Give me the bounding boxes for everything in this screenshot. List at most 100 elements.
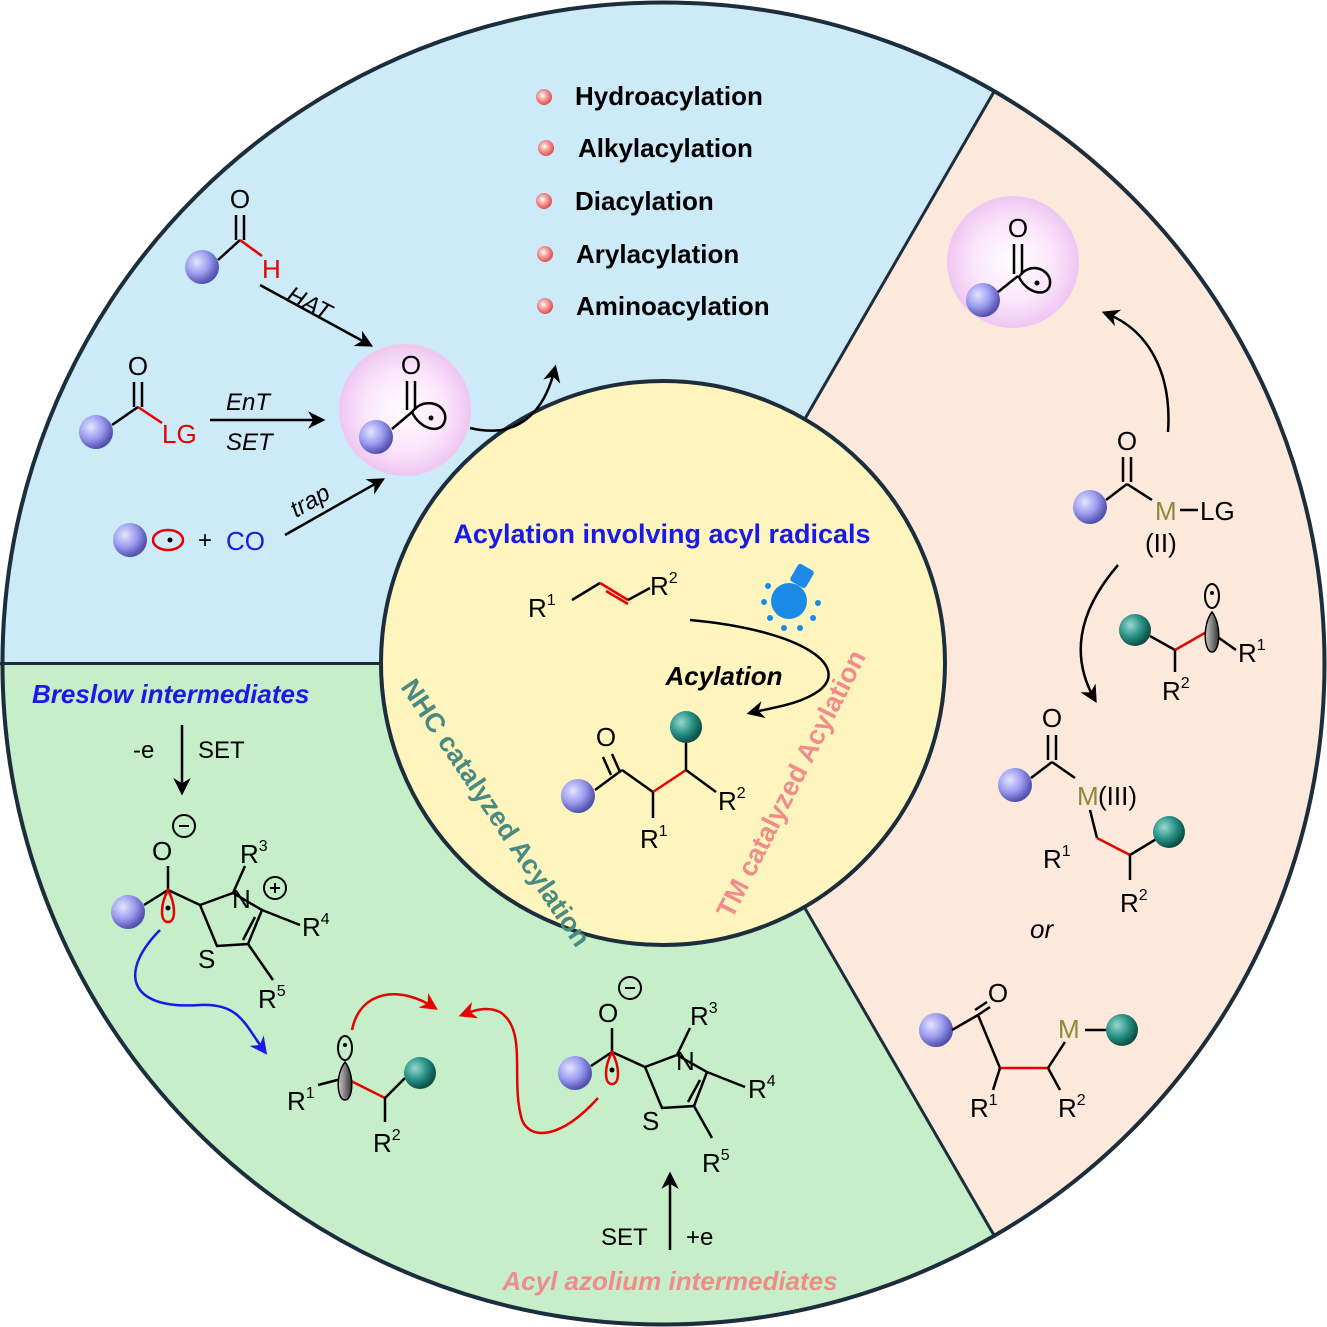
anion-icon [618, 976, 642, 1000]
bottom-alkyl-radical: R1 R2 [287, 1035, 436, 1158]
product-r2: R2 [718, 785, 746, 816]
plus-e-label: +e [686, 1224, 713, 1251]
red-curved-arrow-2 [458, 1001, 599, 1135]
teal-ball [404, 1057, 436, 1089]
rad-r2: R2 [373, 1127, 401, 1158]
p-orbital-top [1204, 583, 1220, 609]
substituent-ball [1073, 490, 1107, 524]
p-orbital-bottom [1204, 610, 1220, 653]
azolium-r3: R3 [690, 1000, 718, 1031]
anion-icon [172, 814, 196, 838]
nhc-catalysis: Breslow intermediates -e SET O N S [32, 679, 838, 1296]
bullet-icon [537, 246, 553, 262]
ketone-oxygen: O [596, 722, 616, 752]
or-label: or [1030, 914, 1054, 944]
cation-icon [263, 876, 287, 900]
breslow-s: S [198, 944, 215, 974]
acylation-arrow [689, 618, 830, 719]
breslow-oxygen: O [152, 836, 172, 866]
teal-ball [1106, 1014, 1138, 1046]
substituent-ball [998, 768, 1032, 802]
alkene-r2: R2 [650, 570, 678, 601]
set-label: SET [226, 429, 275, 456]
red-orbital-icon [604, 1049, 620, 1086]
acyl-metal-lg: O M LG (II) [1073, 426, 1235, 558]
azolium-s: S [642, 1106, 659, 1136]
red-orbital-icon [160, 887, 176, 924]
bullet-icon [536, 89, 552, 105]
alkyl-r1: R1 [1238, 637, 1266, 668]
breslow-structure: O N S R3 R4 R5 [111, 814, 330, 1014]
trap-arrow [284, 478, 386, 537]
radical-orbital-icon [1017, 266, 1052, 294]
hat-arrow [259, 283, 374, 347]
substituent-ball [113, 523, 147, 557]
alkene-r1: R1 [528, 592, 556, 623]
acyl-lg-oxygen: O [128, 351, 148, 381]
p-orbital-top [337, 1035, 353, 1061]
set-label-2: SET [601, 1224, 648, 1251]
radical-orbital-icon [151, 528, 185, 552]
last-metal: M [1058, 1014, 1080, 1044]
azolium-r5: R5 [702, 1147, 730, 1178]
breslow-r3: R3 [240, 838, 268, 869]
product-r1: R1 [640, 823, 668, 854]
substituent-ball [558, 1056, 592, 1090]
acyl-radical: O [339, 344, 471, 476]
teal-ball [1119, 614, 1151, 646]
tm-radical-oxygen: O [1008, 213, 1028, 243]
alkyl-radical: R1 R2 [1119, 583, 1266, 706]
co-label: CO [226, 526, 265, 556]
light-bulb-icon [761, 563, 821, 631]
red-curved-arrow-1 [350, 993, 438, 1031]
last-r2: R2 [1058, 1092, 1086, 1123]
lg-label: LG [162, 419, 197, 449]
acyl-lg-structure: O LG [79, 351, 197, 449]
tm-acyl-radical: O [947, 196, 1079, 328]
radical-oxygen: O [401, 350, 421, 380]
m3-r2: R2 [1120, 887, 1148, 918]
azolium-r4: R4 [748, 1073, 776, 1104]
acyl-metal-to-radical-arrow [1101, 309, 1170, 433]
substituent-ball [966, 283, 1000, 317]
last-r1: R1 [970, 1092, 998, 1123]
metal-symbol: M [1155, 496, 1177, 526]
substituent-ball [359, 420, 393, 454]
substituent-ball [919, 1013, 953, 1047]
reaction-item: Alkylacylation [578, 133, 753, 163]
acylation-label: Acylation [664, 661, 782, 691]
m3-oxidation-state: (III) [1098, 781, 1137, 811]
m3-metal: M [1077, 781, 1099, 811]
azolium-oxygen: O [598, 998, 618, 1028]
breslow-r5: R5 [258, 983, 286, 1014]
reaction-item: Arylacylation [576, 239, 739, 269]
center-panel: Acylation involving acyl radicals R1 R2 … [379, 379, 947, 952]
aldehyde-h: H [262, 254, 281, 284]
reaction-list: Hydroacylation Alkylacylation Diacylatio… [536, 81, 770, 321]
acyl-metal-oxygen: O [1117, 426, 1137, 456]
azolium-n: N [676, 1046, 695, 1076]
teal-ball [1153, 816, 1185, 848]
metal-iii-intermediate: O M (III) R1 R2 [998, 703, 1185, 918]
leaving-group: LG [1200, 496, 1235, 526]
aldehyde-oxygen: O [230, 184, 250, 214]
acyl-substituent-ball [561, 779, 595, 813]
metal-alkyl-ketone: O M R1 R2 [919, 978, 1138, 1123]
product-teal-ball [670, 711, 702, 743]
radical-orbital-icon [410, 401, 447, 431]
m3-r1: R1 [1043, 843, 1071, 874]
tm-catalysis: O O M LG (II) [919, 196, 1266, 1123]
acyl-azolium-title: Acyl azolium intermediates [501, 1266, 837, 1296]
breslow-title: Breslow intermediates [32, 679, 309, 709]
last-oxygen: O [988, 978, 1008, 1008]
azolium-radical-structure: O N S R3 R4 R5 [558, 976, 776, 1178]
p-orbital-bottom [337, 1060, 353, 1101]
center-product: O R2 R1 [561, 711, 746, 854]
set-label-1: SET [198, 737, 245, 764]
reaction-item: Diacylation [575, 186, 714, 216]
bullet-icon [536, 193, 552, 209]
breslow-n: N [232, 884, 251, 914]
